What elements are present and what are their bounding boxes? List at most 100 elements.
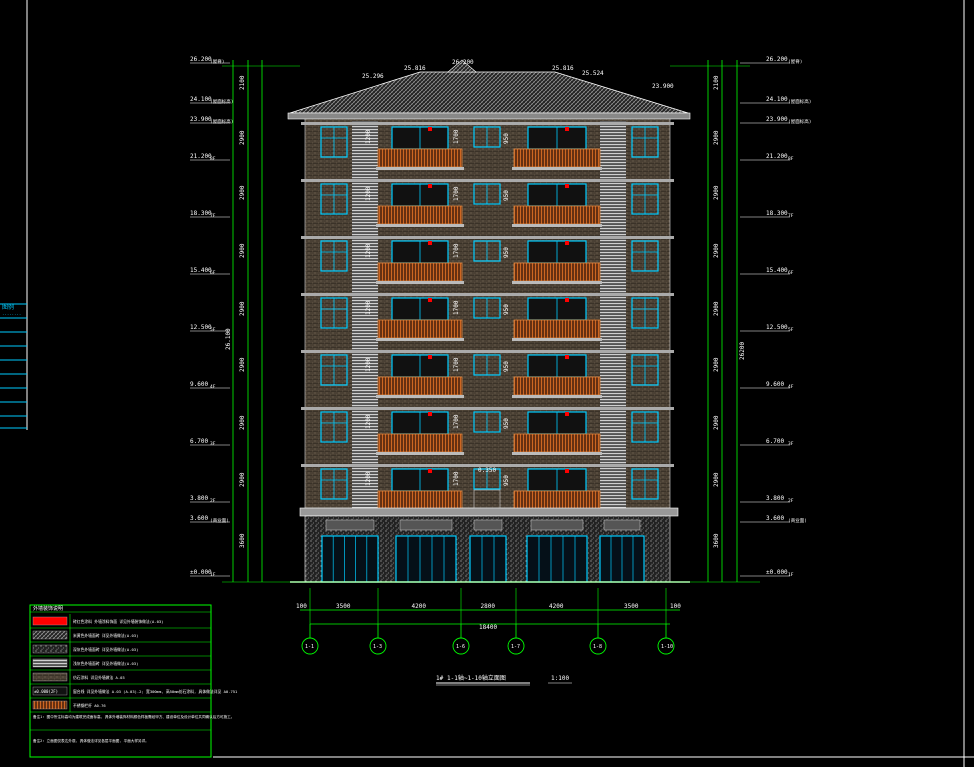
drawing-title-prefix: 1#	[436, 675, 444, 682]
roof-slope-right: 25.816	[552, 65, 574, 72]
balcony-slab	[376, 224, 464, 227]
dimension-annotations: 26.200(屋脊)24.100(屋面标高)23.900(屋面标高)21.200…	[190, 56, 811, 583]
vent-marker	[428, 241, 432, 245]
elevation-mark-left: 18.300	[190, 210, 212, 217]
window-dim-text: 950	[503, 418, 510, 429]
grid-axis-label: 1-10	[661, 644, 673, 650]
balcony-railing	[377, 490, 463, 510]
window-dim-text: 950	[503, 361, 510, 372]
elevation-note-right: 7F	[788, 213, 794, 219]
legend-row-mark: ±0.000(2F)	[34, 689, 58, 694]
vent-marker	[428, 469, 432, 473]
window-dim-text: 1700	[453, 186, 460, 201]
vent-marker	[565, 469, 569, 473]
floor-cornice	[301, 464, 674, 467]
grid-axis-label: 1-1	[305, 644, 314, 650]
floor-height-dim: 2100	[713, 75, 720, 90]
window-dim-text: 1700	[453, 129, 460, 144]
elevation-mark-left: 6.700	[190, 438, 208, 445]
elevation-note-left: 2F	[210, 498, 216, 504]
floor-height-dim: 2900	[713, 472, 720, 487]
elevation-note-left: 1F	[210, 572, 216, 578]
axis-segment-dim: 3500	[336, 603, 351, 610]
floor-cornice	[301, 407, 674, 410]
elevation-note-right: (屋面标高)	[788, 118, 811, 125]
side-panel: 图例 ........	[0, 303, 27, 429]
elevation-note-right: (屋面标高)	[788, 98, 811, 105]
window-dim-text: 1700	[453, 414, 460, 429]
drawing-scale: 1:100	[551, 675, 569, 682]
roof-ridge	[447, 59, 477, 73]
balcony-slab	[376, 167, 464, 170]
roof-slope-left: 25.816	[404, 65, 426, 72]
elevation-note-left: (屋脊)	[210, 58, 224, 65]
elevation-mark-right: 3.800	[766, 495, 784, 502]
legend-row-text: 米黄色外墙面砖 详见外墙做法(A.03)	[73, 633, 138, 638]
window-dim-text: 1200	[365, 300, 372, 315]
elevation-mark-right: 15.400	[766, 267, 788, 274]
window-dim-text: 1700	[453, 243, 460, 258]
grid-axis-label: 1-6	[456, 644, 465, 650]
window-dim-text: 950	[503, 190, 510, 201]
elevation-mark-left: 15.400	[190, 267, 212, 274]
axis-edge-left: 100	[296, 603, 307, 610]
shop-sign	[530, 519, 584, 531]
floor-height-dim: 2900	[713, 301, 720, 316]
window-dim-text: 950	[503, 475, 510, 486]
elevation-note-left: (屋面标高)	[210, 118, 233, 125]
elevation-note-right: 5F	[788, 327, 794, 333]
floor-cornice	[301, 179, 674, 182]
floor-height-dim: 2900	[713, 415, 720, 430]
elevation-mark-right: 3.600	[766, 515, 784, 522]
window-dim-text: 1700	[453, 357, 460, 372]
grid-axis-bubble	[657, 637, 675, 655]
drawing-frame	[26, 0, 974, 767]
elevation-note-left: (商业面)	[210, 517, 229, 524]
floor-height-dim: 3600	[239, 533, 246, 548]
floor-height-dim: 3600	[713, 533, 720, 548]
balcony-slab	[376, 338, 464, 341]
podium-cornice	[299, 507, 679, 517]
side-panel-subtitle: ........	[2, 311, 21, 316]
shopfront-door	[526, 535, 588, 583]
balcony-slab	[376, 281, 464, 284]
shop-sign	[473, 519, 503, 531]
elevation-note-left: 8F	[210, 156, 216, 162]
elevation-note-right: 2F	[788, 498, 794, 504]
vent-marker	[428, 184, 432, 188]
level-mark-text: 0.350	[478, 467, 496, 474]
balcony-railing	[513, 319, 601, 339]
elevation-note-right: 8F	[788, 156, 794, 162]
balcony-railing	[513, 148, 601, 168]
legend-swatch	[32, 644, 68, 654]
elevation-note-right: 1F	[788, 572, 794, 578]
axis-segment-dim: 4200	[412, 603, 427, 610]
balcony-slab	[512, 167, 602, 170]
window-dim-text: 950	[503, 304, 510, 315]
window-dim-text: 1200	[365, 471, 372, 486]
elevation-note-left: 6F	[210, 270, 216, 276]
total-height: 26.100	[225, 328, 232, 350]
elevation-mark-right: 9.600	[766, 381, 784, 388]
elevation-note-left: 4F	[210, 384, 216, 390]
elevation-mark-right: 6.700	[766, 438, 784, 445]
floor-cornice	[301, 122, 674, 125]
floor-height-dim: 2900	[713, 357, 720, 372]
vent-marker	[565, 355, 569, 359]
balcony-slab	[376, 452, 464, 455]
elevation-note-left: 7F	[210, 213, 216, 219]
elevation-note-left: (屋面标高)	[210, 98, 233, 105]
window-dim-text: 1700	[453, 471, 460, 486]
vent-marker	[565, 184, 569, 188]
elevation-mark-left: 21.200	[190, 153, 212, 160]
window-dim-text: 1200	[365, 129, 372, 144]
balcony-railing	[513, 376, 601, 396]
window-dim-text: 1200	[365, 357, 372, 372]
roof-eave	[287, 112, 691, 120]
grid-axis-bubble	[369, 637, 387, 655]
window-dim-text: 1200	[365, 414, 372, 429]
balcony-slab	[512, 224, 602, 227]
legend-row-text: 砖红色涂料 外墙涂料饰面 详见外墙装饰做法(A.03)	[73, 619, 163, 624]
floor-height-dim: 2100	[239, 75, 246, 90]
